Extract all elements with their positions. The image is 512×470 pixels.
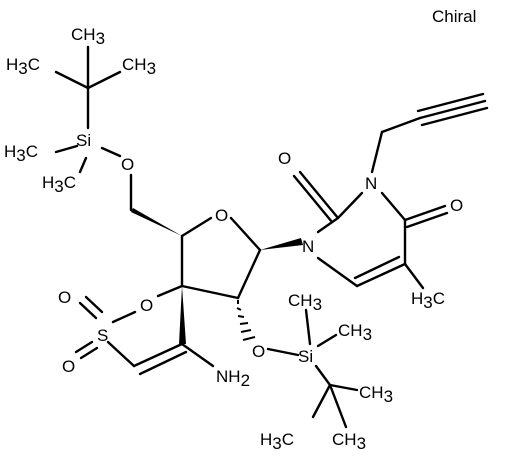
oxygen-label: O [140, 296, 153, 315]
methyl-label: CH3 [359, 383, 393, 406]
bond [418, 99, 487, 120]
bond [353, 255, 401, 280]
oxygen-label: O [121, 155, 134, 174]
bond [298, 170, 340, 220]
oxygen-label: O [62, 357, 75, 376]
atom-labels: Chiral CH3 H3C CH3 Si H3C H3C O O O S O … [4, 7, 476, 453]
hash-line [240, 329, 252, 333]
sulfur-label: S [97, 326, 108, 345]
amine-label: NH2 [216, 367, 250, 390]
methyl-label: CH3 [288, 291, 322, 314]
wedge-bond [260, 238, 303, 250]
bond [100, 146, 122, 158]
bond [314, 364, 332, 387]
bond [84, 295, 104, 314]
bond [132, 342, 184, 368]
nitrogen-label: N [302, 237, 314, 256]
bond [403, 204, 447, 222]
bond [370, 130, 384, 174]
oxygen-label: O [58, 288, 71, 307]
bond [292, 174, 334, 224]
bond [304, 308, 312, 346]
bond [380, 191, 407, 222]
hash-line [236, 307, 242, 311]
bond [54, 70, 90, 90]
wedge-bond [131, 208, 182, 236]
oxygen-label: O [252, 342, 265, 361]
bond [236, 248, 262, 300]
nitrogen-label: N [365, 174, 377, 193]
bond [86, 70, 122, 90]
bond [420, 106, 489, 127]
bond [328, 383, 348, 429]
hash-line [237, 315, 245, 318]
bond [316, 333, 338, 348]
bond [78, 301, 98, 320]
methyl-label: H3C [4, 142, 38, 165]
bond [229, 216, 262, 252]
oxygen-label: O [215, 206, 228, 225]
bond [79, 346, 99, 360]
methyl-label: CH3 [338, 321, 372, 344]
bond [380, 116, 422, 134]
silicon-label: Si [298, 347, 313, 366]
bond [106, 340, 136, 368]
bond [266, 347, 300, 357]
oxygen-label: O [450, 196, 463, 215]
bond [403, 262, 425, 290]
bond [328, 383, 359, 392]
hash-line [239, 322, 249, 325]
bond [74, 340, 94, 354]
bond [111, 310, 137, 324]
silicon-label: Si [76, 131, 91, 150]
methyl-label: H3C [42, 173, 76, 196]
bond [355, 262, 407, 288]
bond [316, 256, 359, 288]
bond [180, 216, 213, 238]
methyl-label: H3C [6, 55, 40, 78]
methyl-label: CH3 [71, 25, 105, 48]
hash-line [242, 336, 256, 341]
methyl-label: H3C [411, 289, 445, 312]
bonds [54, 45, 489, 429]
bond [138, 350, 188, 376]
bond [180, 342, 215, 368]
bond [336, 191, 364, 220]
bond [54, 144, 79, 154]
hashed-wedge-bond [236, 300, 256, 341]
bond [156, 284, 184, 298]
bond [180, 284, 240, 300]
bond [405, 211, 449, 229]
methyl-label: CH3 [332, 430, 366, 453]
bond [78, 156, 88, 174]
bond [416, 92, 485, 113]
wedge-bond [179, 286, 186, 344]
methyl-label: H3C [260, 430, 294, 453]
oxygen-label: O [278, 149, 291, 168]
bond [311, 383, 332, 419]
methyl-label: CH3 [122, 55, 156, 78]
chiral-label: Chiral [432, 7, 476, 26]
bond [316, 216, 340, 234]
